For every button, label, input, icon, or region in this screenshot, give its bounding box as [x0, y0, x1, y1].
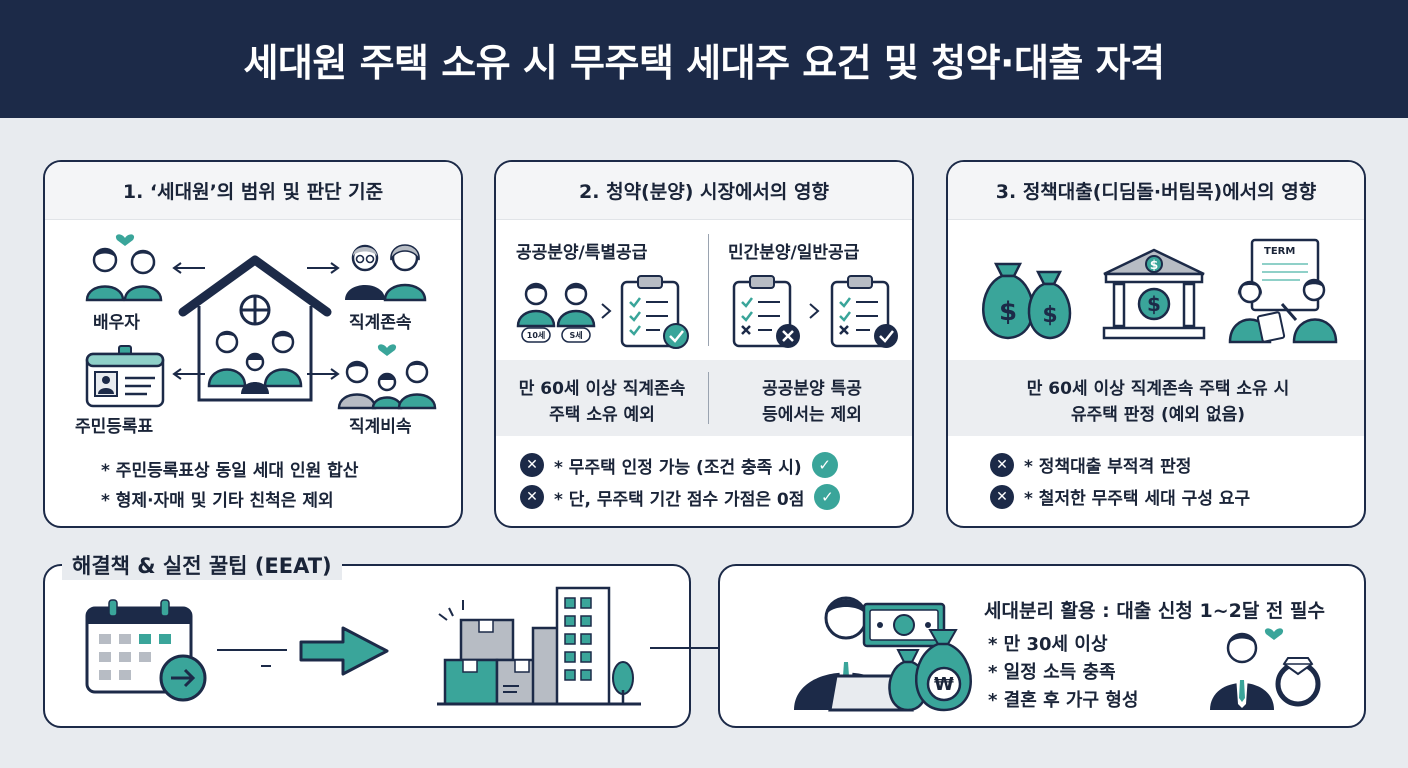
- businessman-laptop-money-icon: [794, 596, 972, 712]
- bullet-homeless-recognized: ✕ * 무주택 인정 가능 (조건 충족 시) ✓: [520, 452, 838, 478]
- panel3-desc-band: [948, 360, 1364, 436]
- two-persons-icon: [516, 282, 596, 343]
- label-spouse: 배우자: [93, 313, 140, 333]
- arrow-to-spouse: [172, 262, 205, 274]
- tip-title: 세대분리 활용 : 대출 신청 1~2달 전 필수: [984, 600, 1325, 622]
- panel-household-scope: 1. ‘세대원’의 범위 및 판단 기준 배우자 직계존속 주민등록표: [43, 160, 463, 528]
- family-children-icon: [337, 344, 437, 410]
- svg-text:$: $: [1147, 292, 1161, 316]
- panel-policy-loan-impact: 3. 정책대출(디딤돌·버팀목)에서의 영향 $ $ $ $ TERM: [946, 160, 1366, 528]
- x-circle-icon: ✕: [990, 484, 1014, 509]
- bullet-strict-household: ✕ * 철저한 무주택 세대 구성 요구: [990, 484, 1250, 509]
- label-ascendant: 직계존속: [349, 313, 412, 333]
- tip-marriage: * 결혼 후 가구 형성: [988, 690, 1139, 711]
- heading-private-general: 민간분양/일반공급: [728, 243, 860, 263]
- checklist-approved-icon: [620, 275, 689, 349]
- arrow-to-ascendant: [307, 262, 340, 274]
- bullet-text: * 철저한 무주택 세대 구성 요구: [1024, 489, 1251, 509]
- x-circle-icon: ✕: [520, 453, 544, 477]
- panel3-title: 3. 정책대출(디딤돌·버팀목)에서의 영향: [948, 162, 1364, 220]
- bullet-text: * 정책대출 부적격 판정: [1024, 457, 1192, 477]
- desc-elder-exception-1: 만 60세 이상 직계존속: [518, 379, 686, 399]
- tip-income: * 일정 소득 충족: [988, 662, 1116, 683]
- check-circle-icon: ✓: [811, 452, 838, 478]
- column-divider-bottom: [708, 372, 709, 424]
- x-circle-icon: ✕: [520, 485, 544, 509]
- bank-building-icon: $ $: [1102, 248, 1206, 340]
- desc-loan-ineligible-1: 만 60세 이상 직계존속 주택 소유 시: [1026, 379, 1290, 399]
- house-family-icon: [178, 255, 332, 402]
- panel2-desc-band: [496, 360, 912, 436]
- note-household-sum: * 주민등록표상 동일 세대 인원 합산: [101, 461, 359, 481]
- tip-age: * 만 30세 이상: [988, 634, 1108, 655]
- panel2-title: 2. 청약(분양) 시장에서의 영향: [496, 162, 912, 220]
- groom-wedding-ring-icon: [1210, 628, 1321, 710]
- checklist-approved-icon: [830, 275, 898, 348]
- panel-subscription-impact: 2. 청약(분양) 시장에서의 영향 공공분양/특별공급 민간분양/일반공급 1…: [494, 160, 914, 528]
- badge-age-1: 10세: [526, 331, 546, 340]
- arrow-to-registration: [172, 368, 205, 380]
- money-bags-icon: $ $: [982, 262, 1072, 340]
- checklist-rejected-icon: [732, 275, 800, 348]
- column-divider-top: [708, 234, 709, 346]
- label-resident-registration: 주민등록표: [75, 417, 154, 437]
- x-circle-icon: ✕: [990, 452, 1014, 477]
- moving-boxes-building-icon: [437, 586, 641, 706]
- svg-text:$: $: [1150, 258, 1158, 272]
- panel1-title: 1. ‘세대원’의 범위 및 판단 기준: [45, 162, 461, 220]
- check-circle-icon: ✓: [814, 484, 841, 510]
- solution-section-title: 해결책 & 실전 꿀팁 (EEAT): [62, 550, 342, 580]
- heading-public-special: 공공분양/특별공급: [516, 243, 648, 263]
- spouse-couple-icon: [85, 234, 163, 302]
- svg-text:$: $: [999, 297, 1017, 327]
- arrow-to-descendant: [307, 368, 340, 380]
- chevron-right-icon: [809, 303, 820, 319]
- chevron-right-icon: [601, 303, 612, 319]
- term-contract-consultation-icon: [1228, 238, 1338, 344]
- bullet-loan-ineligible: ✕ * 정책대출 부적격 판정: [990, 452, 1191, 477]
- header-bar: 세대원 주택 소유 시 무주택 세대주 요건 및 청약·대출 자격: [0, 0, 1408, 118]
- desc-special-excluded-2: 등에서는 제외: [762, 405, 862, 425]
- forward-arrow-icon: [217, 626, 389, 676]
- note-sibling-exclusion: * 형제·자매 및 기타 친척은 제외: [101, 491, 334, 511]
- bullet-text: * 단, 무주택 기간 점수 가점은 0점: [554, 489, 805, 510]
- bullet-text: * 무주택 인정 가능 (조건 충족 시): [554, 457, 802, 478]
- page-title: 세대원 주택 소유 시 무주택 세대주 요건 및 청약·대출 자격: [243, 40, 1165, 85]
- id-card-icon: [85, 345, 165, 408]
- calendar-icon: [85, 599, 207, 702]
- panel-solution-timeline: [43, 564, 691, 728]
- won-currency-icon: ₩: [934, 674, 954, 695]
- panel-household-separation-tip: ₩ 세대분리 활용 : 대출 신청 1~2달 전 필수 * 만 30세 이상 *…: [718, 564, 1366, 728]
- bullet-zero-points: ✕ * 단, 무주택 기간 점수 가점은 0점 ✓: [520, 484, 841, 510]
- badge-age-2: S세: [569, 331, 583, 340]
- desc-loan-ineligible-2: 유주택 판정 (예외 없음): [1070, 405, 1246, 425]
- svg-text:$: $: [1042, 303, 1057, 328]
- grandparents-icon: [345, 244, 427, 302]
- term-document-label: TERM: [1264, 246, 1296, 257]
- label-descendant: 직계비속: [349, 417, 412, 437]
- desc-special-excluded-1: 공공분양 특공: [762, 379, 862, 399]
- desc-elder-exception-2: 주택 소유 예외: [549, 405, 655, 425]
